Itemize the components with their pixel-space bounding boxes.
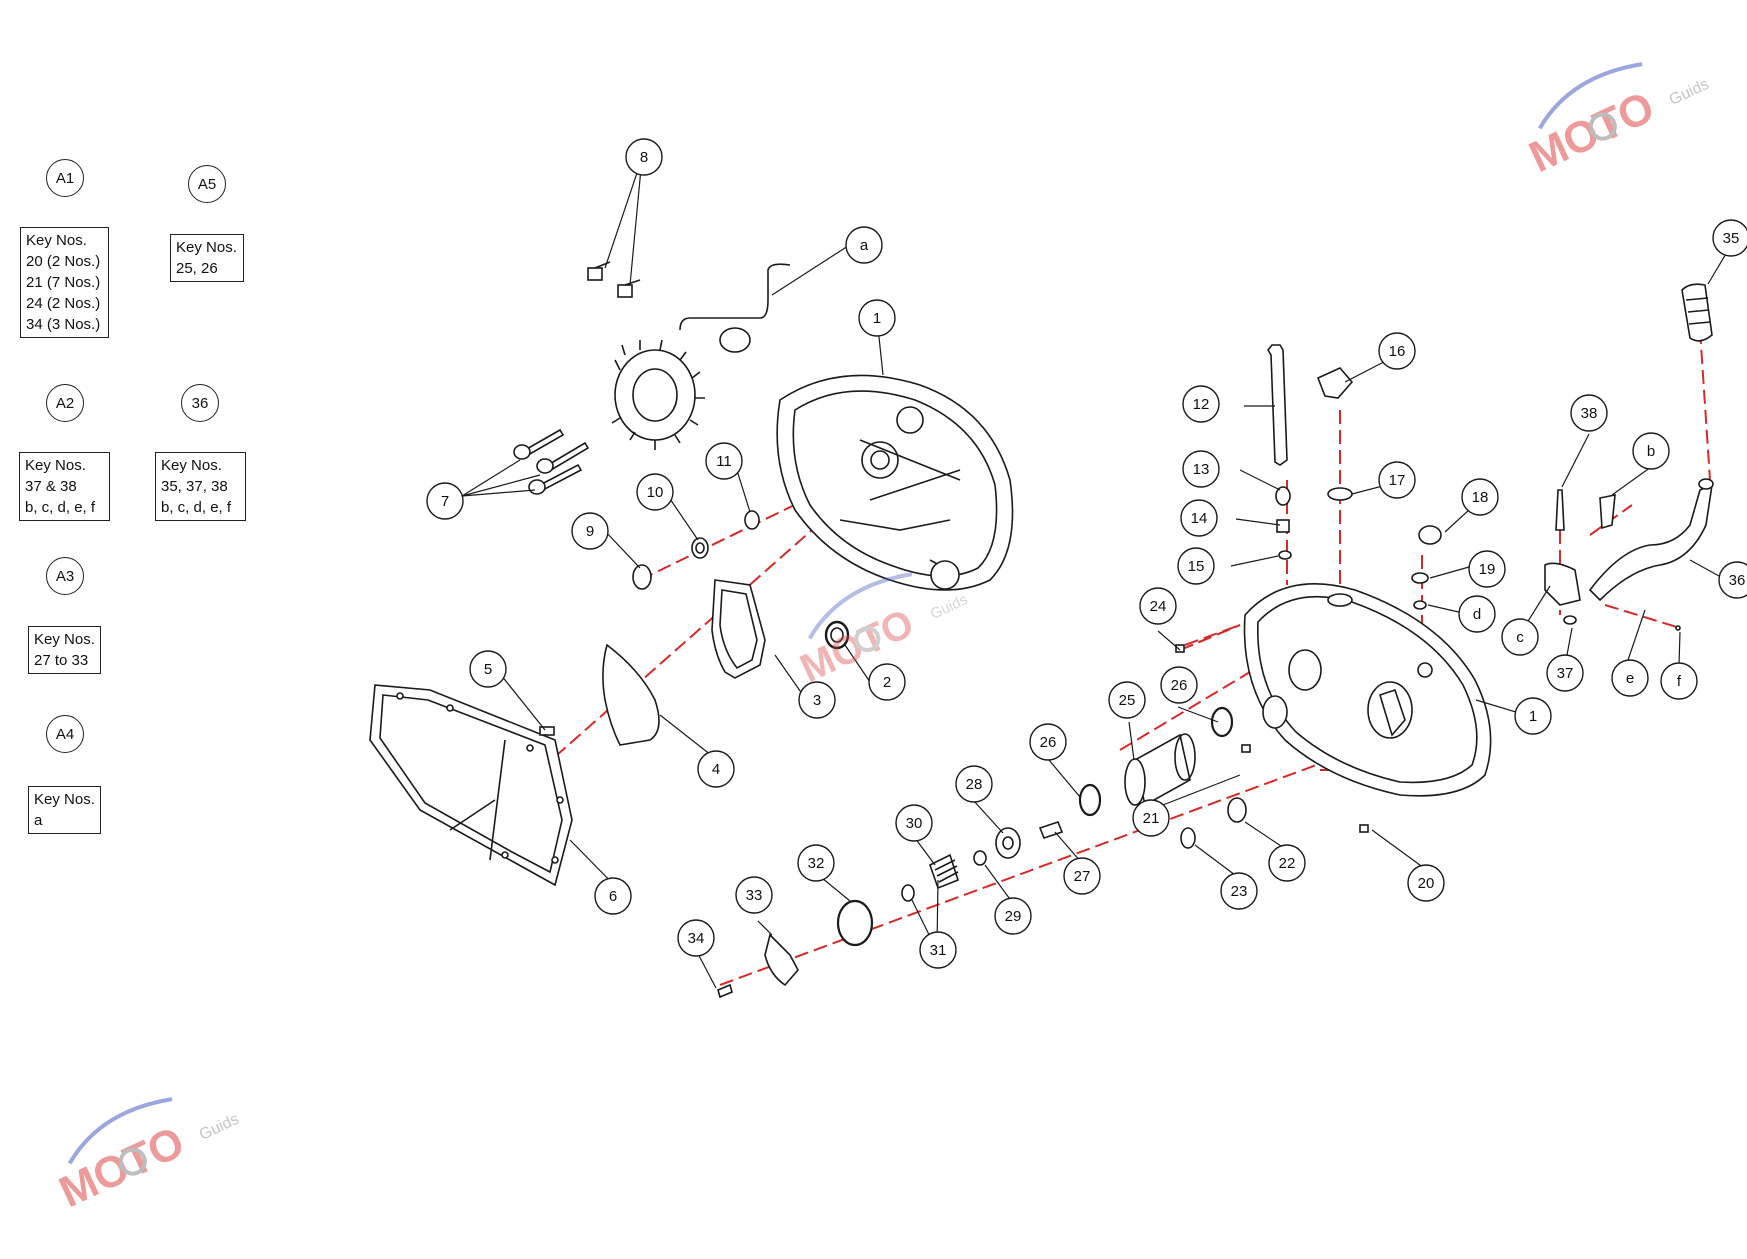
callout-34: 34 (688, 930, 705, 947)
kit-a1-keys: Key Nos.20 (2 Nos.) 21 (7 Nos.)24 (2 Nos… (20, 227, 109, 338)
callout-11: 11 (716, 453, 732, 470)
callout-22: 22 (1279, 855, 1296, 872)
left-crankcase-cover (776, 374, 1014, 591)
callout-35: 35 (1723, 230, 1740, 247)
kit-36-keys: Key Nos.35, 37, 38 b, c, d, e, f (155, 452, 246, 521)
bolts-7 (513, 428, 590, 495)
callout-14: 14 (1191, 510, 1208, 527)
callout-16: 16 (1389, 343, 1406, 360)
kit-a3-keys: Key Nos.27 to 33 (28, 626, 101, 674)
callout-15: 15 (1188, 558, 1205, 575)
callout-a: a (860, 237, 869, 254)
callout-e: e (1626, 670, 1634, 687)
callout-37: 37 (1557, 665, 1574, 682)
watermark-logo-top: MOTO Guids (1522, 62, 1712, 182)
screw-5 (539, 726, 555, 736)
kit-a5-label: A5 (188, 165, 226, 203)
kit-a4-keys: Key Nos.a (28, 786, 101, 834)
callout-c: c (1516, 629, 1524, 646)
callout-30: 30 (906, 815, 923, 832)
callout-f: f (1677, 673, 1682, 690)
callout-20: 20 (1418, 875, 1435, 892)
callout-1b: 1 (1529, 708, 1537, 725)
callout-7: 7 (441, 493, 449, 510)
gasket-4 (602, 643, 660, 746)
callout-10: 10 (647, 484, 664, 501)
outer-cover-6 (369, 684, 573, 887)
callout-3: 3 (813, 692, 821, 709)
kit-a1-label: A1 (46, 159, 84, 197)
callout-23: 23 (1231, 883, 1248, 900)
seals-left (632, 510, 850, 650)
callout-b: b (1647, 443, 1655, 460)
callout-28: 28 (966, 776, 983, 793)
callout-18: 18 (1472, 489, 1489, 506)
callout-13: 13 (1193, 461, 1210, 478)
callout-26a: 26 (1171, 677, 1188, 694)
kit-a2-keys: Key Nos.37 & 38 b, c, d, e, f (19, 452, 110, 521)
callout-4: 4 (712, 761, 720, 778)
callout-1a: 1 (873, 310, 881, 327)
callout-19: 19 (1479, 561, 1496, 578)
kit-a3-label: A3 (46, 557, 84, 595)
callout-21: 21 (1143, 810, 1160, 827)
gasket-3 (711, 579, 766, 679)
assembly-axis-lines (539, 329, 1711, 986)
bolts-8 (587, 261, 641, 298)
kit-a5-keys: Key Nos.25, 26 (170, 234, 244, 282)
gear-lever-assembly (1544, 283, 1714, 631)
callout-32: 32 (808, 855, 825, 872)
callout-27: 27 (1074, 868, 1091, 885)
callout-29: 29 (1005, 908, 1022, 925)
callout-31: 31 (930, 942, 947, 959)
callout-circles (426, 138, 1747, 969)
callout-12: 12 (1193, 396, 1210, 413)
leader-lines (461, 157, 1734, 989)
callout-33: 33 (746, 887, 763, 904)
callout-labels: 1 1 2 3 4 5 6 7 8 9 10 11 12 13 14 15 16… (441, 149, 1746, 959)
watermark-subtext: Guids (1667, 76, 1712, 109)
watermark-logo-bottom: MOTO Guids (52, 1097, 242, 1217)
callout-26b: 26 (1040, 734, 1057, 751)
callout-2: 2 (883, 674, 891, 691)
pump-parts (717, 644, 1369, 999)
callout-17: 17 (1389, 472, 1406, 489)
callout-6: 6 (609, 888, 617, 905)
callout-9: 9 (586, 523, 594, 540)
breather-parts (1267, 344, 1442, 610)
callout-5: 5 (484, 661, 492, 678)
callout-24: 24 (1150, 598, 1167, 615)
callout-36: 36 (1729, 572, 1746, 589)
kit-a2-label: A2 (46, 384, 84, 422)
svg-text:Guids: Guids (928, 591, 971, 623)
kit-a4-label: A4 (46, 715, 84, 753)
right-crankcase-cover (1243, 583, 1492, 797)
callout-25: 25 (1119, 692, 1136, 709)
stator-assembly (611, 263, 791, 450)
kit-36-label: 36 (181, 384, 219, 422)
svg-text:Guids: Guids (197, 1111, 242, 1144)
callout-d: d (1473, 606, 1481, 623)
callout-8: 8 (640, 149, 648, 166)
callout-38: 38 (1581, 405, 1598, 422)
